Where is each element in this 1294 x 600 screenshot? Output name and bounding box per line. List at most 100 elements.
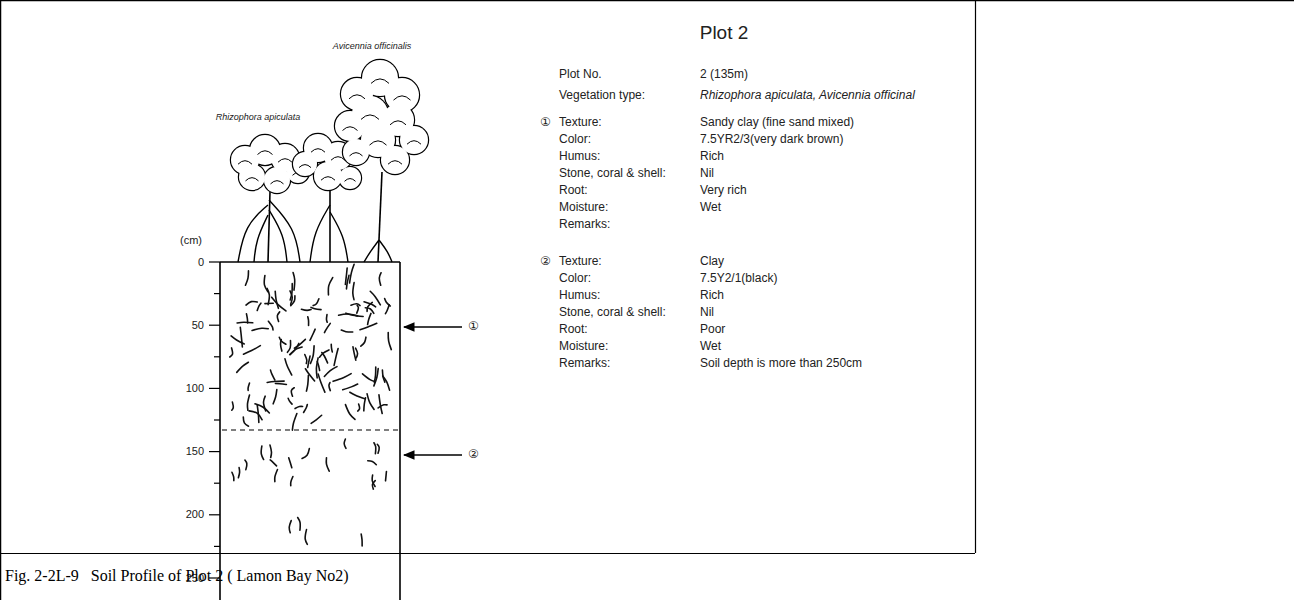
field-name: Humus: bbox=[559, 289, 600, 303]
field-value: Wet bbox=[700, 201, 721, 215]
root-stroke bbox=[304, 404, 308, 412]
field-name: Humus: bbox=[559, 150, 600, 164]
leaf-vein bbox=[278, 159, 292, 163]
leaf-vein bbox=[299, 165, 311, 168]
root-stroke bbox=[272, 297, 286, 311]
tree-drawing bbox=[335, 60, 428, 262]
crown-fill bbox=[335, 111, 365, 141]
root-stroke bbox=[310, 346, 314, 364]
root-stroke bbox=[246, 314, 247, 323]
leaf-vein bbox=[238, 161, 252, 165]
profile-edge bbox=[399, 262, 401, 600]
horizon-boundary bbox=[222, 429, 398, 430]
callout-number: ① bbox=[540, 116, 551, 130]
root-stroke bbox=[306, 375, 308, 391]
field-name: Moisture: bbox=[559, 340, 608, 354]
root-stroke bbox=[313, 299, 319, 306]
horizon-arrow bbox=[404, 454, 462, 455]
callout-number: ① bbox=[468, 320, 479, 334]
root-stroke bbox=[382, 370, 384, 382]
root-stroke bbox=[291, 477, 293, 486]
field-value: Nil bbox=[700, 306, 714, 320]
root-stroke bbox=[322, 352, 328, 362]
axis-tick bbox=[214, 546, 220, 547]
root-stroke bbox=[308, 356, 310, 367]
crown-fill bbox=[239, 164, 265, 190]
root-stroke bbox=[279, 337, 286, 344]
field-value: Wet bbox=[700, 340, 721, 354]
root-stroke bbox=[364, 302, 376, 307]
root-stroke bbox=[232, 472, 234, 480]
root-stroke bbox=[346, 313, 363, 316]
frame-line bbox=[975, 0, 976, 553]
root-stroke bbox=[270, 445, 272, 457]
root-stroke bbox=[311, 415, 322, 423]
axis-unit: (cm) bbox=[180, 234, 202, 247]
root-stroke bbox=[273, 390, 277, 404]
root-stroke bbox=[267, 288, 269, 304]
crown-outline bbox=[264, 167, 290, 193]
root-stroke bbox=[307, 317, 309, 326]
field-value: Poor bbox=[700, 323, 725, 337]
root-stroke bbox=[231, 336, 244, 344]
root-stroke bbox=[310, 329, 315, 340]
root-stroke bbox=[385, 299, 391, 307]
axis-tick bbox=[209, 388, 220, 389]
depth-tick-label: 0 bbox=[198, 256, 204, 269]
root-stroke bbox=[267, 381, 284, 382]
root-stroke bbox=[368, 313, 371, 324]
prop-root bbox=[310, 205, 330, 262]
species-label: Rhizophora apiculata bbox=[216, 112, 301, 122]
root-stroke bbox=[298, 518, 301, 531]
root-stroke bbox=[317, 361, 319, 370]
root-stroke bbox=[292, 413, 297, 430]
root-stroke bbox=[240, 327, 242, 347]
field-value: Rich bbox=[700, 150, 724, 164]
root-stroke bbox=[243, 417, 248, 426]
depth-tick-label: 150 bbox=[186, 445, 204, 458]
depth-tick-label: 100 bbox=[186, 382, 204, 395]
axis-tick bbox=[209, 261, 220, 262]
crown-outline bbox=[335, 111, 365, 141]
root-stroke bbox=[329, 383, 330, 391]
root-stroke bbox=[326, 458, 329, 471]
leaf-vein bbox=[361, 115, 379, 120]
root-stroke bbox=[370, 291, 380, 305]
root-stroke bbox=[305, 354, 307, 363]
root-stroke bbox=[362, 374, 374, 382]
root-stroke bbox=[350, 392, 365, 399]
frame-line bbox=[0, 0, 1, 600]
prop-root bbox=[269, 200, 300, 262]
callout-number: ② bbox=[540, 255, 551, 269]
root-stroke bbox=[356, 348, 358, 358]
tree-trunk bbox=[329, 190, 331, 262]
root-stroke bbox=[293, 272, 295, 290]
leaf-vein bbox=[345, 179, 356, 182]
axis-tick bbox=[209, 514, 220, 515]
field-name: Plot No. bbox=[559, 68, 602, 82]
field-name: Color: bbox=[559, 272, 591, 286]
root-stroke bbox=[295, 406, 303, 408]
leaf-vein bbox=[407, 141, 421, 145]
root-stroke bbox=[345, 405, 355, 420]
root-stroke bbox=[351, 304, 360, 306]
root-stroke bbox=[377, 444, 379, 453]
root-stroke bbox=[353, 283, 354, 300]
field-name: Remarks: bbox=[559, 357, 610, 371]
field-value: Rhizophora apiculata, Avicennia officina… bbox=[700, 89, 915, 103]
root-stroke bbox=[368, 461, 377, 465]
root-stroke bbox=[248, 383, 249, 390]
field-name: Texture: bbox=[559, 255, 602, 269]
prop-root bbox=[238, 205, 268, 262]
field-value: Rich bbox=[700, 289, 724, 303]
root-stroke bbox=[277, 312, 279, 322]
leaf-vein bbox=[271, 181, 284, 184]
crown-fill bbox=[293, 152, 317, 176]
prop-root bbox=[379, 240, 392, 262]
root-stroke bbox=[252, 328, 268, 330]
root-stroke bbox=[261, 446, 263, 460]
leaf-vein bbox=[394, 96, 411, 100]
axis-tick bbox=[209, 325, 220, 326]
depth-tick-label: 200 bbox=[186, 508, 204, 521]
root-stroke bbox=[357, 305, 359, 313]
